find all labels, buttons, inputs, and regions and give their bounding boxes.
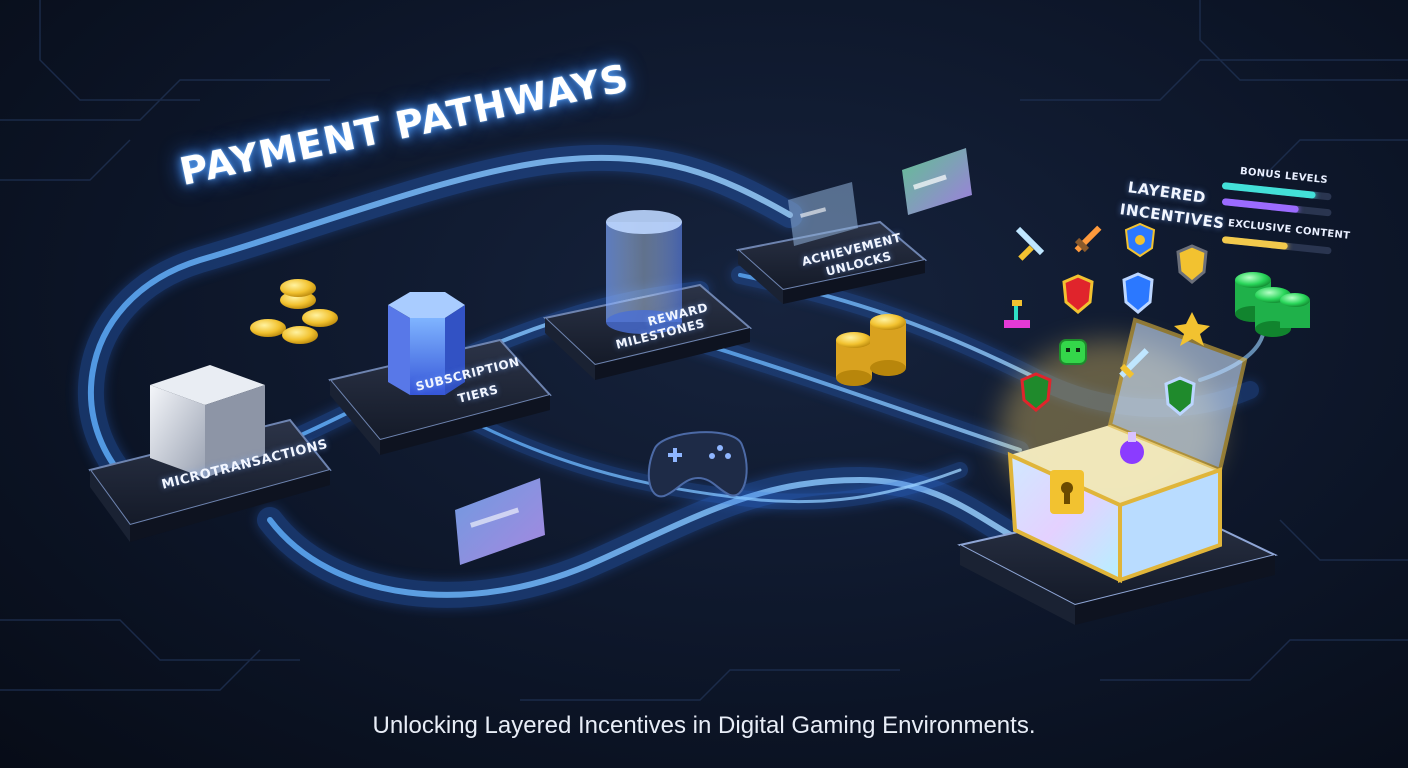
sword-icon: [1074, 225, 1102, 253]
cash-stack-icon: [1235, 272, 1310, 337]
subscription-platform: [328, 292, 552, 455]
microtransactions-platform: [88, 365, 332, 542]
credit-card-icon-3: [902, 148, 972, 215]
potion-icon: [1120, 432, 1144, 464]
shield-icon: [1176, 244, 1208, 284]
shield-icon: [1124, 222, 1156, 258]
coin-stack-icon-1: [250, 279, 338, 344]
shield-icon: [1164, 376, 1196, 416]
credit-card-icon-2: [788, 182, 858, 246]
shield-icon: [1122, 272, 1154, 314]
circuit-lines: [0, 0, 1408, 701]
hexagon-prism-icon: [388, 292, 465, 395]
cylinder-icon: [606, 210, 682, 334]
pixel-reward-icons: [1004, 222, 1210, 464]
reward-platform: [542, 210, 753, 380]
sword-icon: [1015, 226, 1045, 261]
shield-icon: [1020, 372, 1052, 412]
slime-icon: [1059, 339, 1087, 365]
sword-icon: [1119, 348, 1149, 379]
treasure-chest-icon: [1007, 317, 1248, 584]
achievement-platform: [735, 220, 928, 304]
coin-stack-icon-2: [836, 314, 906, 386]
cube-icon: [150, 365, 265, 478]
gamepad-icon: [647, 431, 748, 498]
caption: Unlocking Layered Incentives in Digital …: [372, 712, 1036, 739]
credit-card-icon-1: [455, 478, 545, 565]
star-burst-icon: [1174, 312, 1210, 346]
shield-icon: [1062, 274, 1094, 314]
ship-icon: [1004, 300, 1030, 328]
